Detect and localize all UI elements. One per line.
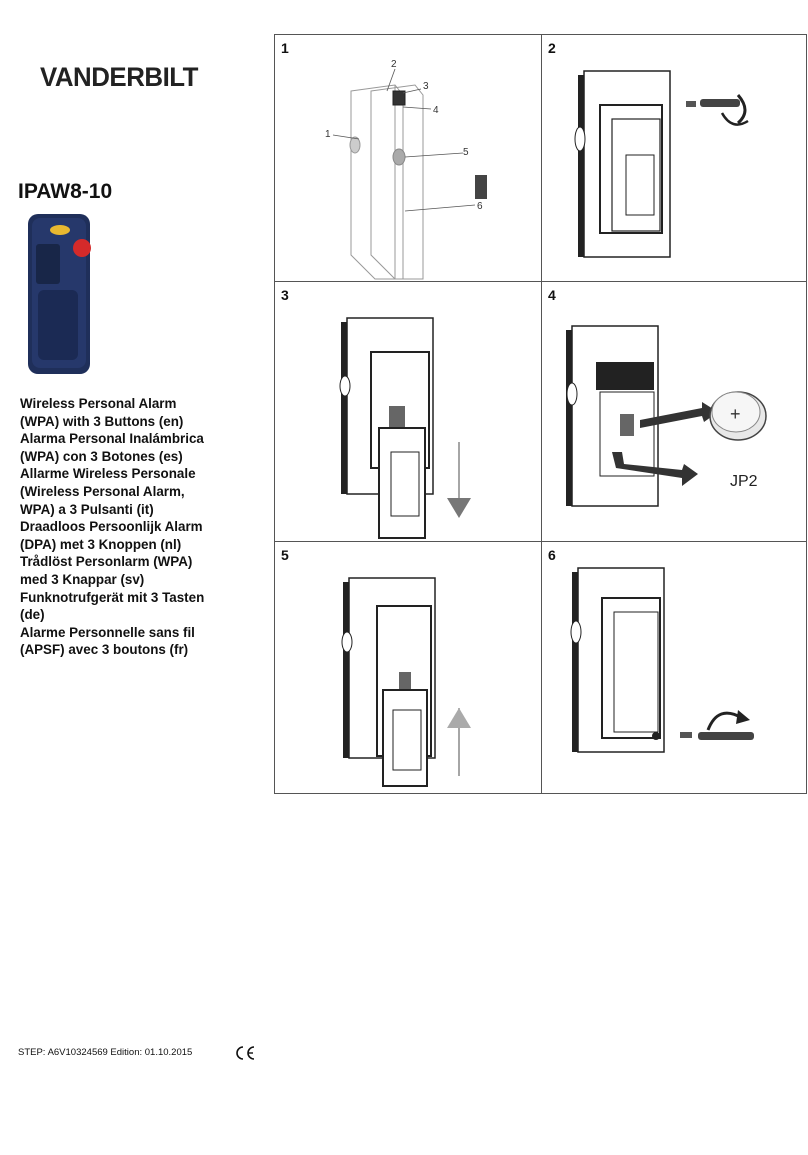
language-line: Trådlöst Personlarm (WPA) bbox=[20, 554, 193, 570]
battery-icon: + bbox=[709, 391, 767, 441]
refit-screw-diagram bbox=[570, 567, 754, 753]
step-number: 6 bbox=[548, 547, 556, 563]
slide-cover-down-diagram bbox=[339, 317, 471, 539]
callout-label: 1 bbox=[325, 129, 331, 140]
screwdriver-icon bbox=[680, 710, 754, 740]
product-title: IPAW8-10 bbox=[18, 180, 113, 203]
language-line: (WPA) with 3 Buttons (en) bbox=[20, 413, 184, 429]
ce-mark-icon bbox=[236, 1046, 255, 1060]
step-number: 4 bbox=[548, 287, 556, 303]
language-line: Draadloos Persoonlijk Alarm bbox=[20, 519, 203, 535]
grid-divider bbox=[275, 541, 806, 542]
screwdriver-icon bbox=[686, 94, 749, 126]
step-number: 5 bbox=[281, 547, 289, 563]
callout-label: 2 bbox=[391, 59, 397, 70]
step-2-panel: 2 bbox=[542, 35, 808, 281]
language-line: Allarme Wireless Personale bbox=[20, 466, 196, 482]
slide-cover-up-diagram bbox=[341, 577, 471, 787]
language-line: (WPA) con 3 Botones (es) bbox=[20, 448, 183, 464]
document-footer: STEP: A6V10324569 Edition: 01.10.2015 bbox=[18, 1047, 193, 1058]
language-list: Wireless Personal Alarm (WPA) with 3 But… bbox=[20, 395, 250, 659]
step-4-panel: 4 + JP2 bbox=[542, 282, 808, 541]
callout-label: 3 bbox=[423, 81, 429, 92]
language-line: Alarme Personnelle sans fil bbox=[20, 624, 195, 640]
step-number: 2 bbox=[548, 40, 556, 56]
callout-label: 4 bbox=[433, 105, 439, 116]
step-number: 3 bbox=[281, 287, 289, 303]
language-line: (DPA) met 3 Knoppen (nl) bbox=[20, 536, 182, 552]
language-line: (de) bbox=[20, 607, 45, 623]
brand-logo-text: VANDERBILT bbox=[40, 62, 199, 92]
exploded-device-diagram: 1 2 3 4 5 6 bbox=[325, 59, 487, 280]
language-line: Funknotrufgerät mit 3 Tasten bbox=[20, 589, 205, 605]
language-line: WPA) a 3 Pulsanti (it) bbox=[20, 501, 154, 517]
step-5-panel: 5 bbox=[275, 542, 541, 793]
arrow-down-icon bbox=[447, 442, 471, 518]
svg-text:+: + bbox=[730, 404, 741, 424]
battery-jumper-diagram: + JP2 bbox=[566, 325, 767, 507]
step-3-panel: 3 bbox=[275, 282, 541, 541]
installation-steps-grid: 1 1 2 3 4 bbox=[274, 34, 807, 794]
step-6-panel: 6 bbox=[542, 542, 808, 793]
grid-divider bbox=[275, 281, 806, 282]
callout-label: 6 bbox=[477, 201, 483, 212]
language-line: (APSF) avec 3 boutons (fr) bbox=[20, 642, 189, 658]
language-line: Alarma Personal Inalámbrica bbox=[20, 431, 204, 447]
arrow-up-icon bbox=[447, 708, 471, 776]
jumper-label: JP2 bbox=[730, 473, 758, 490]
device-photo-icon bbox=[28, 214, 91, 374]
language-line: (Wireless Personal Alarm, bbox=[20, 483, 185, 499]
step-1-panel: 1 1 2 3 4 bbox=[275, 35, 541, 281]
language-line: Wireless Personal Alarm bbox=[20, 396, 177, 411]
remove-screw-diagram bbox=[574, 70, 749, 258]
step-number: 1 bbox=[281, 40, 289, 56]
language-line: med 3 Knappar (sv) bbox=[20, 571, 145, 587]
grid-divider bbox=[541, 35, 542, 793]
callout-label: 5 bbox=[463, 147, 469, 158]
vanderbilt-logo-icon: VANDERBILT bbox=[40, 62, 199, 92]
